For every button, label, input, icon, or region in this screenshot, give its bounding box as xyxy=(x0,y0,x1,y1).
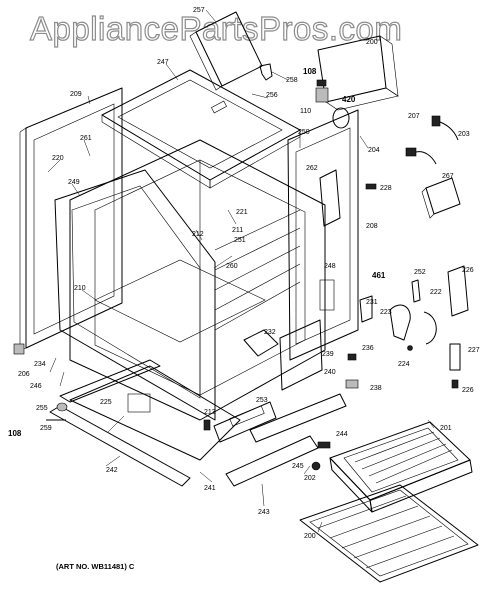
callout-226-bottom: 226 xyxy=(462,387,474,394)
callout-110: 110 xyxy=(300,108,311,115)
callout-267: 267 xyxy=(442,173,454,180)
callout-252: 252 xyxy=(414,269,426,276)
bottom-panel-225 xyxy=(69,365,241,461)
part-245 xyxy=(311,461,321,471)
callout-207: 207 xyxy=(408,113,420,120)
terminal-block-267 xyxy=(421,177,461,219)
callout-251: 251 xyxy=(234,237,246,244)
callout-238: 238 xyxy=(370,385,382,392)
callout-234: 234 xyxy=(34,361,46,368)
callout-202: 202 xyxy=(304,475,316,482)
callout-231: 231 xyxy=(366,299,378,306)
callout-226-top: 226 xyxy=(462,267,474,274)
callout-245: 245 xyxy=(292,463,304,470)
callout-228: 228 xyxy=(380,185,392,192)
part-231 xyxy=(359,295,373,323)
callout-108-top: 108 xyxy=(303,67,317,76)
callout-225: 225 xyxy=(100,399,112,406)
callout-257: 257 xyxy=(193,7,205,14)
callout-221: 221 xyxy=(236,209,248,216)
callout-209: 209 xyxy=(70,91,82,98)
callout-212: 212 xyxy=(192,231,204,238)
callout-461: 461 xyxy=(372,271,386,280)
callout-232: 232 xyxy=(264,329,276,336)
callout-240: 240 xyxy=(324,369,336,376)
part-228 xyxy=(365,183,377,190)
callout-255: 255 xyxy=(36,405,48,412)
part-236 xyxy=(347,353,357,361)
callout-224: 224 xyxy=(398,361,410,368)
part-213 xyxy=(203,419,211,431)
callout-108-bottom: 108 xyxy=(8,429,22,438)
callout-223: 223 xyxy=(380,309,392,316)
vent-plate xyxy=(189,11,263,91)
gasket-420 xyxy=(332,107,350,129)
block-110 xyxy=(315,79,329,103)
callout-201: 201 xyxy=(440,425,452,432)
callout-220: 220 xyxy=(52,155,64,162)
top-panel xyxy=(101,69,301,189)
callout-206: 206 xyxy=(18,371,30,378)
leader-lines xyxy=(47,9,435,533)
callout-248: 248 xyxy=(324,263,336,270)
bracket-258 xyxy=(259,63,273,81)
callout-420: 420 xyxy=(342,95,356,104)
drawer-rails xyxy=(213,393,347,487)
lower-panel-239 xyxy=(279,319,323,391)
callout-210: 210 xyxy=(74,285,86,292)
part-244 xyxy=(317,441,331,449)
power-cord xyxy=(405,115,459,165)
broiler-pan xyxy=(329,421,473,513)
callout-259: 259 xyxy=(40,425,52,432)
callout-239: 239 xyxy=(322,351,334,358)
callout-200-bottom: 200 xyxy=(304,533,316,540)
callout-250: 250 xyxy=(298,129,310,136)
callout-236: 236 xyxy=(362,345,374,352)
callout-260: 260 xyxy=(226,263,238,270)
callout-256: 256 xyxy=(266,92,278,99)
art-number-caption: (ART NO. WB11481) C xyxy=(56,562,135,571)
callout-262: 262 xyxy=(306,165,318,172)
callout-246: 246 xyxy=(30,383,42,390)
bottom-rail xyxy=(49,359,191,487)
callout-204: 204 xyxy=(368,147,380,154)
callout-203: 203 xyxy=(458,131,470,138)
right-side-panel xyxy=(287,109,359,361)
cap-234 xyxy=(13,343,25,355)
callout-243: 243 xyxy=(258,509,270,516)
oven-body xyxy=(69,139,326,421)
callout-208: 208 xyxy=(366,223,378,230)
callout-249: 249 xyxy=(68,179,80,186)
part-255 xyxy=(56,402,68,412)
callout-242: 242 xyxy=(106,467,118,474)
callout-213: 213 xyxy=(204,409,216,416)
callout-244: 244 xyxy=(336,431,348,438)
oven-rack xyxy=(299,484,479,583)
callout-247: 247 xyxy=(157,59,169,66)
callout-211: 211 xyxy=(232,227,243,234)
backguard-trim xyxy=(317,35,399,111)
front-frame xyxy=(54,169,216,421)
hinge-assembly xyxy=(389,265,469,389)
watermark-text: AppliancePartsPros.com xyxy=(29,9,403,47)
bracket-232 xyxy=(243,329,279,357)
part-238 xyxy=(345,379,359,389)
callout-241: 241 xyxy=(204,485,216,492)
callout-labels: 257 200 247 258 108 256 420 209 110 207 … xyxy=(8,7,480,540)
callout-222: 222 xyxy=(430,289,442,296)
callout-253: 253 xyxy=(256,397,268,404)
left-side-panel xyxy=(19,87,123,351)
callout-227: 227 xyxy=(468,347,480,354)
bracket-262 xyxy=(319,169,341,227)
callout-258: 258 xyxy=(286,77,298,84)
callout-200-top: 200 xyxy=(366,39,378,46)
callout-261: 261 xyxy=(80,135,92,142)
